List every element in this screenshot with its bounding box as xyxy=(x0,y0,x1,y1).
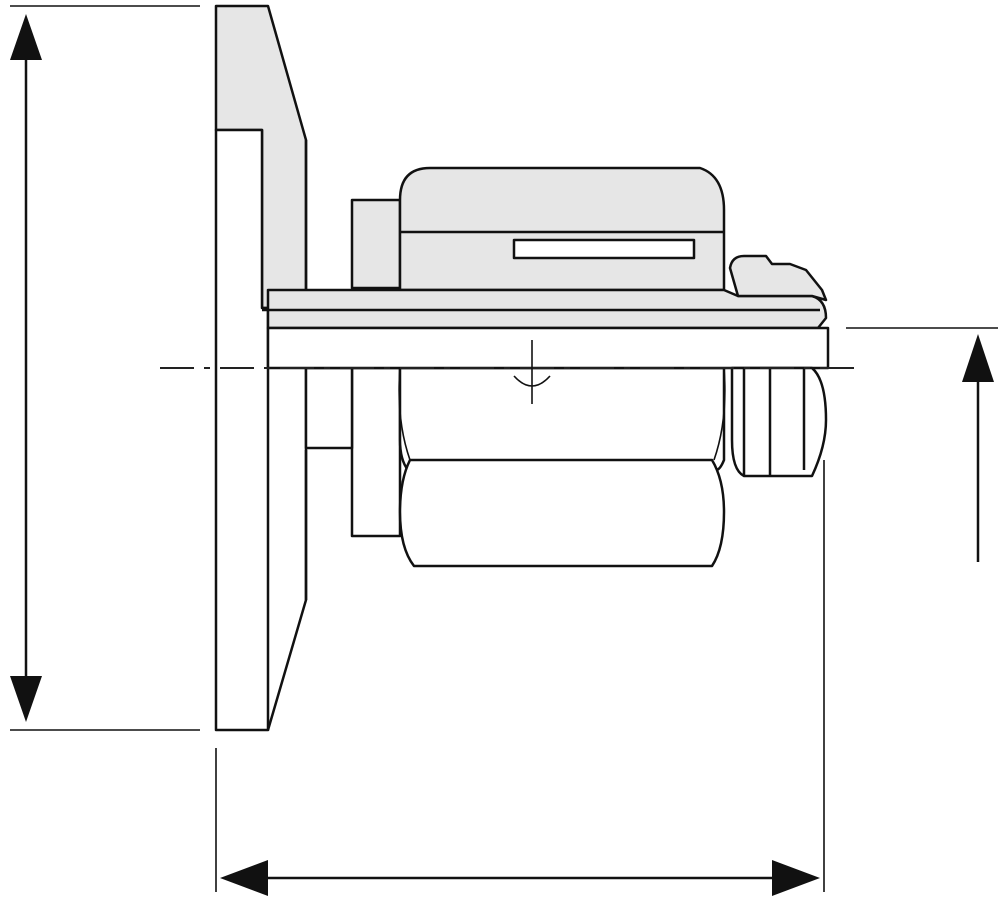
spacer-upper xyxy=(350,198,402,290)
dimension-left-vertical xyxy=(10,5,200,731)
spacer-block xyxy=(304,198,402,538)
nut-inner-groove xyxy=(512,238,696,260)
sleeve-lower xyxy=(730,366,828,478)
spacer-inner-step xyxy=(304,366,354,450)
nut-upper-shaded xyxy=(398,166,726,292)
flange-lower-body xyxy=(214,128,270,732)
flange xyxy=(214,4,308,732)
dim-bottom-arrow-left xyxy=(220,860,268,896)
tube-stem xyxy=(262,288,830,370)
dim-bottom-arrow-right xyxy=(772,860,820,896)
end-sleeve xyxy=(728,254,828,478)
hex-nut xyxy=(398,166,726,568)
dimension-right-vertical xyxy=(846,327,998,562)
stem-bore xyxy=(266,326,830,370)
nut-lower-curve-right xyxy=(713,367,726,461)
dim-right-arrow-top xyxy=(962,334,994,382)
spacer-lower xyxy=(350,366,402,538)
dim-left-arrow-bottom xyxy=(10,676,42,722)
center-symbol-arc xyxy=(513,375,551,387)
nut-lower-curve-left xyxy=(398,367,411,461)
dimension-bottom-horizontal xyxy=(215,460,825,896)
nut-lower-flat xyxy=(398,458,726,568)
nut-lower-body xyxy=(398,366,726,472)
sleeve-upper-shaded xyxy=(728,254,828,302)
dim-left-arrow-top xyxy=(10,14,42,60)
flange-chamfer-lower xyxy=(266,450,308,731)
center-symbol xyxy=(513,340,551,404)
